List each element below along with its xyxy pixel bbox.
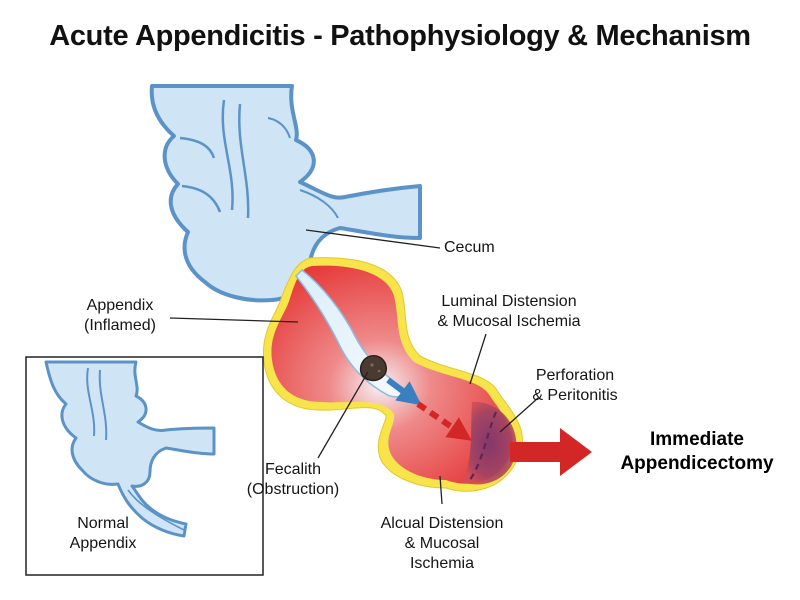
label-normal-appendix: Normal Appendix xyxy=(48,514,158,554)
label-alcual-line1: Alcual Distension xyxy=(380,515,504,532)
label-appendix-inflamed: Appendix (Inflamed) xyxy=(62,296,178,336)
label-fecalith-line2: (Obstruction) xyxy=(246,481,340,498)
label-luminal-distension: Luminal Distension & Mucosal Ischemia xyxy=(420,292,598,332)
label-fecalith: Fecalith (Obstruction) xyxy=(234,460,352,500)
label-appendix-line1: Appendix xyxy=(86,297,154,314)
label-perforation: Perforation & Peritonitis xyxy=(520,366,630,406)
label-normal-line1: Normal xyxy=(77,515,129,532)
label-perforation-line2: & Peritonitis xyxy=(532,387,618,404)
label-outcome-line1: Immediate xyxy=(650,429,744,450)
label-immediate-appendicectomy: Immediate Appendicectomy xyxy=(602,428,792,476)
label-fecalith-line1: Fecalith xyxy=(264,461,322,478)
label-cecum: Cecum xyxy=(444,239,495,256)
cecum-colon xyxy=(149,84,422,303)
diagram-title: Acute Appendicitis - Pathophysiology & M… xyxy=(49,20,751,52)
label-alcual-line3: Ischemia xyxy=(409,555,475,572)
normal-appendix-inset xyxy=(25,356,264,576)
label-outcome-line2: Appendicectomy xyxy=(620,453,774,474)
label-alcual-line2: & Mucosal xyxy=(404,535,480,552)
label-alcual-distension: Alcual Distension & Mucosal Ischemia xyxy=(358,514,526,574)
inflamed-appendix xyxy=(262,257,523,492)
label-luminal-line1: Luminal Distension xyxy=(441,293,577,310)
outcome-arrow xyxy=(510,428,592,476)
leader-lines xyxy=(169,229,539,505)
label-normal-line2: Appendix xyxy=(69,535,137,552)
label-perforation-line1: Perforation xyxy=(535,367,615,384)
label-appendix-line2: (Inflamed) xyxy=(83,317,157,334)
label-luminal-line2: & Mucosal Ischemia xyxy=(437,313,581,330)
